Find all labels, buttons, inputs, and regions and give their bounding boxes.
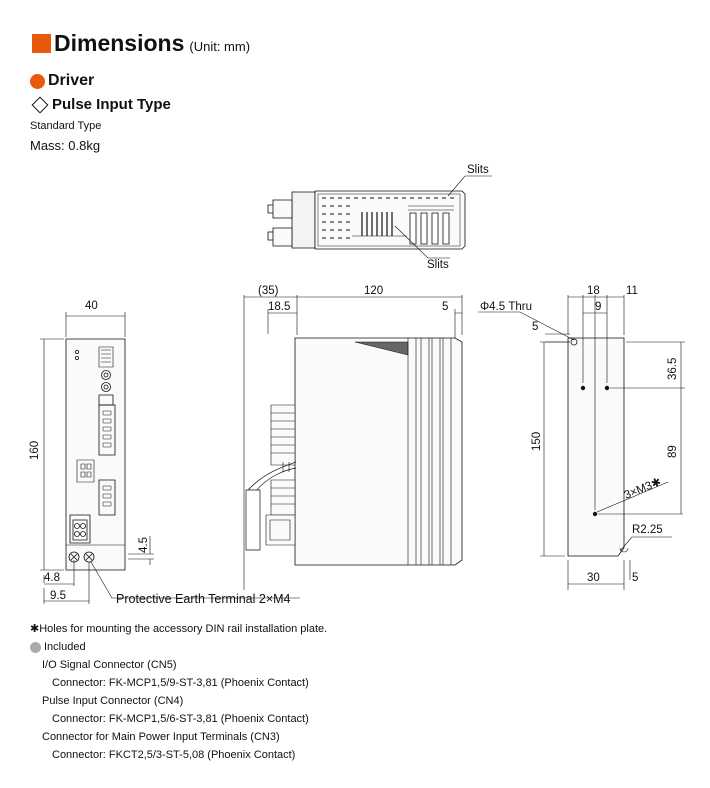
included-item-title: Pulse Input Connector (CN4) [42, 695, 184, 707]
top-view [267, 175, 492, 259]
dim-18-5: 18.5 [268, 301, 290, 313]
dim-35: (35) [258, 285, 279, 297]
orange-dot-icon [30, 73, 45, 89]
dim-4-8: 4.8 [44, 572, 60, 584]
dim-89: 89 [667, 445, 679, 458]
included-item-detail: Connector: FKCT2,5/3-ST-5,08 (Phoenix Co… [52, 749, 296, 761]
slits-label-lower: Slits [427, 259, 449, 271]
included-item-detail: Connector: FK-MCP1,5/6-ST-3,81 (Phoenix … [52, 713, 309, 725]
type-label: Standard Type [30, 120, 102, 132]
orange-square-icon [32, 34, 51, 53]
dim-9: 9 [595, 301, 601, 313]
dim-11: 11 [626, 285, 638, 297]
unit-label: (Unit: mm) [189, 39, 251, 54]
slits-label-upper: Slits [467, 164, 489, 176]
dim-9-5: 9.5 [50, 590, 66, 602]
rear-view [478, 295, 685, 590]
subsection-title-text: Pulse Input Type [52, 96, 171, 113]
dim-120: 120 [364, 285, 383, 297]
front-view [40, 312, 300, 604]
included-item-title: Connector for Main Power Input Terminals… [42, 731, 280, 743]
dim-5-top: 5 [532, 321, 538, 333]
section-title: Driver [30, 72, 94, 90]
dim-5-bottom: 5 [632, 572, 638, 584]
included-item-detail: Connector: FK-MCP1,5/9-ST-3,81 (Phoenix … [52, 677, 309, 689]
section-title-text: Driver [48, 72, 95, 89]
gray-dot-icon [30, 641, 41, 653]
dim-150: 150 [531, 432, 543, 451]
subsection-title: Pulse Input Type [30, 96, 171, 113]
title-text: Dimensions [54, 30, 185, 56]
dim-4-5: 4.5 [138, 537, 150, 553]
mass-label: Mass: 0.8kg [30, 138, 101, 153]
dim-30: 30 [587, 572, 600, 584]
holes-note: ✱Holes for mounting the accessory DIN ra… [30, 623, 328, 635]
page-title: Dimensions (Unit: mm) [32, 30, 250, 57]
notes: ✱Holes for mounting the accessory DIN ra… [30, 620, 327, 764]
pe-terminal-label: Protective Earth Terminal 2×M4 [116, 592, 291, 606]
side-view [243, 295, 463, 590]
included-heading: Included [30, 638, 327, 656]
m3-holes-label: 3×M3✱ [623, 476, 664, 502]
dim-36-5: 36.5 [667, 358, 679, 380]
dim-5-side: 5 [442, 301, 448, 313]
included-label: Included [44, 641, 86, 653]
thru-hole-label: Φ4.5 Thru [480, 301, 532, 313]
dim-18: 18 [587, 285, 600, 297]
included-item-title: I/O Signal Connector (CN5) [42, 659, 177, 671]
dim-front-width: 40 [85, 300, 98, 312]
radius-label: R2.25 [632, 524, 663, 536]
dim-front-height: 160 [29, 441, 41, 460]
